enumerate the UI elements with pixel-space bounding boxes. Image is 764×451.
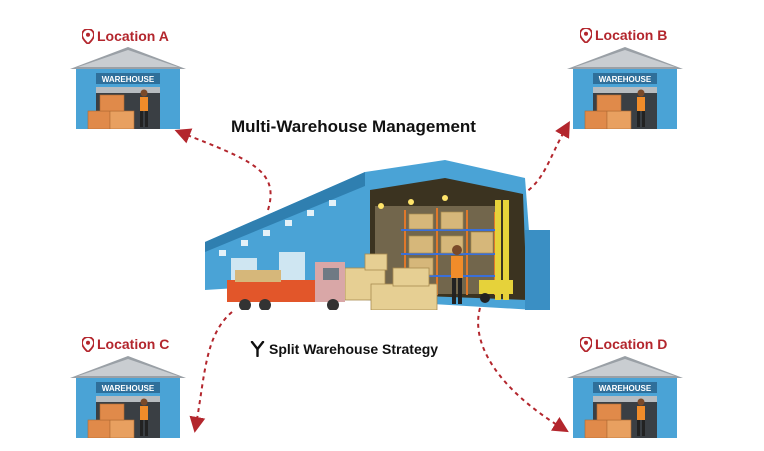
arrow-to-location-d <box>477 307 569 433</box>
page-title: Multi-Warehouse Management <box>231 117 476 136</box>
warehouse-d: WAREHOUSE <box>567 356 683 438</box>
location-a-text: Location A <box>97 28 169 44</box>
warehouse-a: WAREHOUSE <box>70 47 186 129</box>
central-warehouse <box>205 160 550 310</box>
map-pin-icon <box>82 28 94 44</box>
warehouse-sign: WAREHOUSE <box>102 384 155 393</box>
location-d-label: Location D <box>580 336 667 352</box>
strategy-text: Split Warehouse Strategy <box>269 341 439 357</box>
map-pin-icon <box>580 336 592 352</box>
warehouse-c: WAREHOUSE <box>70 356 186 438</box>
map-pin-icon <box>580 27 592 43</box>
arrow-to-location-c <box>189 311 233 433</box>
warehouse-sign: WAREHOUSE <box>599 384 652 393</box>
split-arrows-icon <box>250 341 265 357</box>
location-a-label: Location A <box>82 28 169 44</box>
location-b-label: Location B <box>580 27 667 43</box>
warehouse-sign: WAREHOUSE <box>102 75 155 84</box>
split-warehouse-strategy: Split Warehouse Strategy <box>250 341 438 357</box>
location-c-label: Location C <box>82 336 169 352</box>
location-b-text: Location B <box>595 27 668 43</box>
location-c-text: Location C <box>97 336 170 352</box>
map-pin-icon <box>82 336 94 352</box>
location-d-text: Location D <box>595 336 668 352</box>
warehouse-b: WAREHOUSE <box>567 47 683 129</box>
warehouse-sign: WAREHOUSE <box>599 75 652 84</box>
